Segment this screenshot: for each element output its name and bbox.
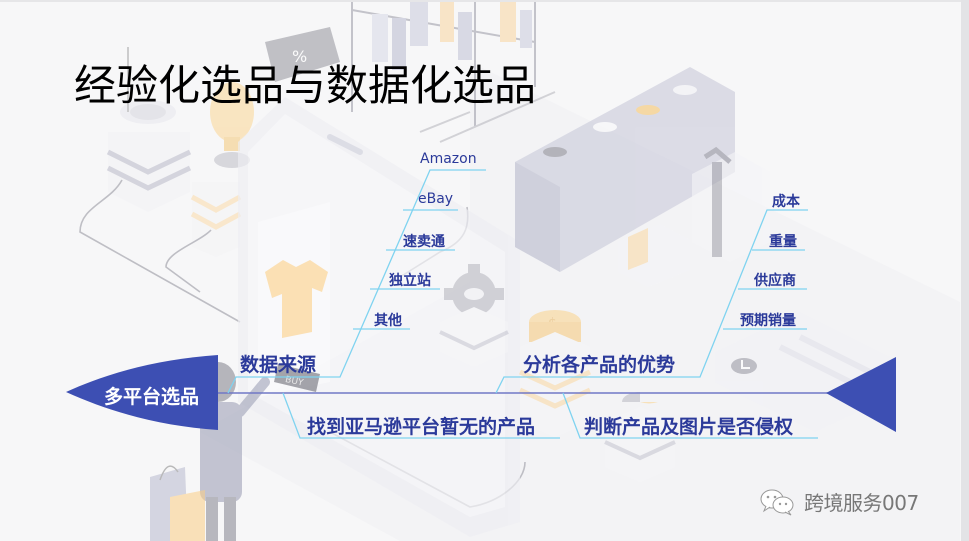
sub-item-ebay: eBay <box>418 191 454 207</box>
footer-text: 跨境服务007 <box>804 491 919 515</box>
sub-item-independent-site: 独立站 <box>389 273 431 289</box>
footer-watermark: 跨境服务007 <box>758 487 919 516</box>
gear-icon <box>439 264 509 367</box>
page-title: 经验化选品与数据化选品 <box>74 61 537 110</box>
svg-text:BUY: BUY <box>284 375 304 389</box>
sub-item-aliexpress: 速卖通 <box>403 234 445 250</box>
sub-item-amazon: Amazon <box>420 151 477 167</box>
gift-box-icon <box>692 146 770 262</box>
branch-label-advantages: 分析各产品的优势 <box>523 354 676 376</box>
trophy-icon <box>190 82 254 257</box>
svg-text:%: % <box>292 47 307 66</box>
wechat-icon <box>760 489 794 515</box>
coin-stack-icon: $ <box>518 310 676 482</box>
branch-lines <box>227 169 818 439</box>
branch-line-amazon-gap <box>282 392 560 439</box>
clothes-rack-icon <box>351 2 556 143</box>
branch-label-amazon-gap: 找到亚马逊平台暂无的产品 <box>307 416 536 438</box>
sub-item-expected-sales: 预期销量 <box>740 313 796 329</box>
branch-line-advantages <box>495 209 808 394</box>
shopping-bag-icon <box>150 465 205 541</box>
sub-item-other: 其他 <box>374 313 402 329</box>
fishbone-head-shape <box>66 355 218 430</box>
branch-line-data-source <box>227 169 486 394</box>
window-right-edge <box>961 0 969 541</box>
branch-label-data-source: 数据来源 <box>240 354 317 376</box>
sub-item-cost: 成本 <box>772 194 800 210</box>
discount-tag-icon: % <box>265 27 340 82</box>
sub-item-supplier: 供应商 <box>754 273 796 289</box>
branch-label-infringement: 判断产品及图片是否侵权 <box>584 416 794 438</box>
buy-sign-icon: BUY <box>274 364 320 392</box>
target-icon <box>106 47 192 212</box>
fishbone-head-label: 多平台选品 <box>104 386 200 408</box>
tshirt-icon <box>265 260 328 338</box>
fishbone-tail-shape <box>826 357 896 432</box>
sub-item-weight: 重量 <box>769 234 797 250</box>
shoe-shelf-icon <box>515 67 735 272</box>
branch-line-infringement <box>562 392 818 439</box>
